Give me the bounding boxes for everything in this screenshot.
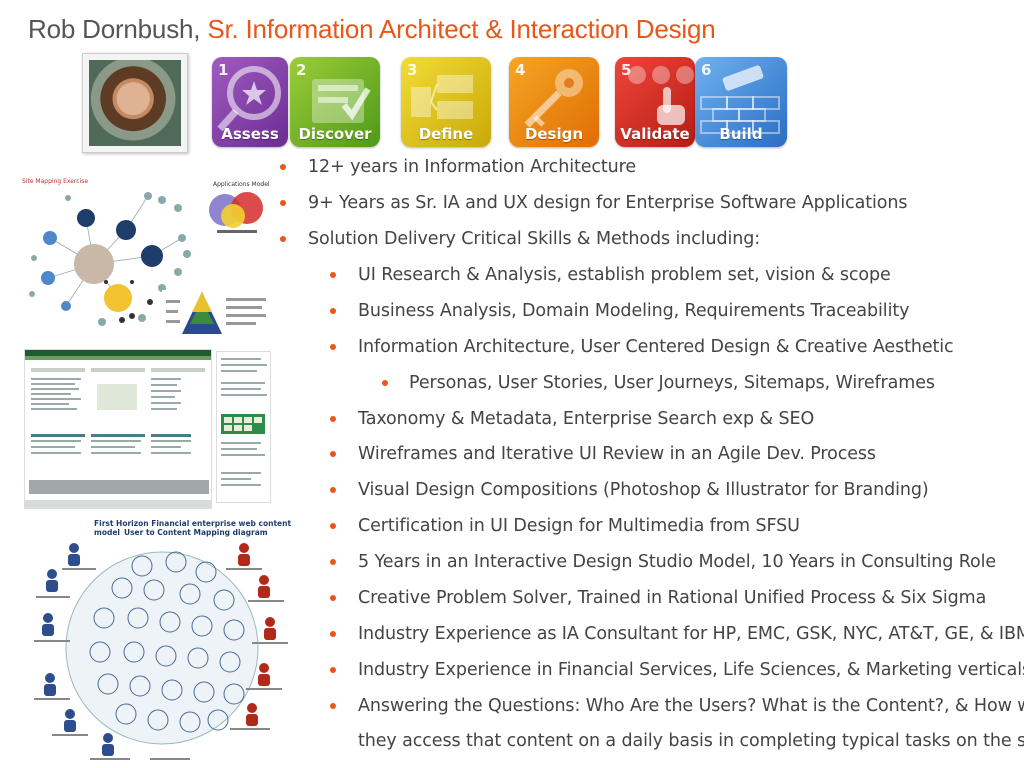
list-item: 12+ years in Information Architecture	[280, 157, 636, 177]
bullet-dot	[330, 451, 336, 457]
bullet-dot	[330, 344, 336, 350]
bullet-dot	[330, 667, 336, 673]
step-build: 6 Build	[695, 57, 787, 147]
page-title: Rob Dornbush, Sr. Information Architect …	[28, 14, 716, 45]
list-item: Wireframes and Iterative UI Review in an…	[330, 444, 876, 464]
list-item: Industry Experience in Financial Service…	[330, 660, 1024, 680]
list-item: 9+ Years as Sr. IA and UX design for Ent…	[280, 193, 907, 213]
list-item: Creative Problem Solver, Trained in Rati…	[330, 588, 986, 608]
bullet-dot	[330, 703, 336, 709]
bullet-dot	[330, 308, 336, 314]
bullet-dot	[330, 523, 336, 529]
list-item: 5 Years in an Interactive Design Studio …	[330, 552, 996, 572]
key-icon	[524, 69, 583, 128]
bullet-dot	[280, 164, 286, 170]
step-label: Design	[524, 125, 584, 143]
author-name: Rob Dornbush,	[28, 14, 201, 44]
hand-pointer-icon	[628, 66, 694, 125]
wireframe-screenshot	[24, 349, 212, 509]
author-role: Sr. Information Architect & Interaction …	[207, 14, 716, 44]
bullet-dot	[330, 272, 336, 278]
list-item: Industry Experience as IA Consultant for…	[330, 624, 1024, 644]
step-discover: 2 Discover	[290, 57, 380, 147]
bullet-dot	[330, 487, 336, 493]
step-label: Discover	[298, 125, 372, 143]
bullet-dot	[330, 595, 336, 601]
blocks-icon	[411, 75, 473, 119]
bricks-icon	[700, 65, 780, 134]
step-label: Define	[418, 125, 474, 143]
bullet-dot	[280, 236, 286, 242]
content-model-diagram: First Horizon Financial enterprise web c…	[30, 518, 292, 764]
list-item: Answering the Questions: Who Are the Use…	[330, 696, 1024, 716]
step-label: Assess	[221, 125, 279, 143]
step-assess: 1 Assess	[212, 57, 288, 147]
step-label: Build	[719, 125, 763, 143]
bullet-dot	[330, 416, 336, 422]
list-item: Taxonomy & Metadata, Enterprise Search e…	[330, 409, 814, 429]
profile-photo	[82, 53, 188, 153]
list-item: UI Research & Analysis, establish proble…	[330, 265, 891, 285]
list-item-continuation: they access that content on a daily basi…	[358, 731, 1024, 751]
list-item: Information Architecture, User Centered …	[330, 337, 954, 357]
step-define: 3 Define	[401, 57, 491, 147]
list-item: Certification in UI Design for Multimedi…	[330, 516, 800, 536]
sitemap-graphic	[29, 192, 191, 326]
list-item: Personas, User Stories, User Journeys, S…	[382, 373, 935, 393]
bullet-dot	[330, 631, 336, 637]
list-item: Solution Delivery Critical Skills & Meth…	[280, 229, 760, 249]
checklist-icon	[312, 79, 371, 123]
applications-model-diagram: Applications Model	[203, 180, 273, 240]
step-validate: 5 Validate	[615, 57, 695, 147]
bullet-dot	[330, 559, 336, 565]
bullet-dot	[280, 200, 286, 206]
pyramid-diagram	[162, 290, 272, 335]
step-label: Validate	[620, 125, 690, 143]
list-item: Business Analysis, Domain Modeling, Requ…	[330, 301, 909, 321]
wireframe-screenshot-2	[216, 351, 271, 503]
bullet-dot	[382, 380, 388, 386]
list-item: Visual Design Compositions (Photoshop & …	[330, 480, 929, 500]
magnifier-star-icon	[217, 66, 281, 132]
step-design: 4 Design	[509, 57, 599, 147]
